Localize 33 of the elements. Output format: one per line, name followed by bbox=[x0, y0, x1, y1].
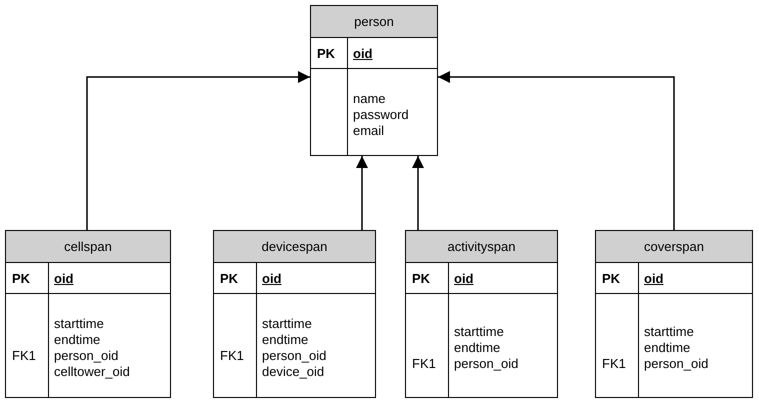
attribute-list: starttime endtime person_oid celltower_oid bbox=[54, 316, 130, 380]
entity-table bbox=[213, 230, 376, 398]
table-header: coverspan bbox=[596, 231, 752, 263]
key-label: FK1 bbox=[220, 348, 244, 364]
entity-table bbox=[405, 230, 558, 398]
arrow bbox=[438, 71, 675, 230]
key-label: PK bbox=[317, 46, 336, 62]
key-label: FK1 bbox=[602, 356, 626, 372]
arrow bbox=[412, 156, 424, 230]
key-label: PK bbox=[220, 271, 238, 287]
entity-table bbox=[595, 230, 753, 398]
arrow bbox=[356, 156, 368, 230]
table-header: activityspan bbox=[406, 231, 557, 263]
table-header: cellspan bbox=[6, 231, 170, 263]
entity-table bbox=[5, 230, 171, 398]
key-label: PK bbox=[412, 271, 430, 287]
key-label: PK bbox=[12, 271, 30, 287]
key-label: FK1 bbox=[412, 356, 436, 372]
attribute-list: starttime endtime person_oid device_oid bbox=[262, 316, 326, 380]
primary-key-field: oid bbox=[353, 46, 372, 62]
key-label: FK1 bbox=[12, 348, 36, 364]
key-label: PK bbox=[602, 271, 620, 287]
arrow bbox=[86, 71, 310, 230]
primary-key-field: oid bbox=[54, 271, 74, 287]
attribute-list: starttime endtime person_oid bbox=[644, 324, 708, 372]
primary-key-field: oid bbox=[644, 271, 664, 287]
attribute-list: name password email bbox=[353, 91, 409, 139]
entity-table bbox=[310, 5, 438, 156]
table-header: devicespan bbox=[214, 231, 375, 263]
primary-key-field: oid bbox=[262, 271, 282, 287]
primary-key-field: oid bbox=[454, 271, 474, 287]
attribute-list: starttime endtime person_oid bbox=[454, 324, 518, 372]
table-header: person bbox=[311, 6, 437, 38]
